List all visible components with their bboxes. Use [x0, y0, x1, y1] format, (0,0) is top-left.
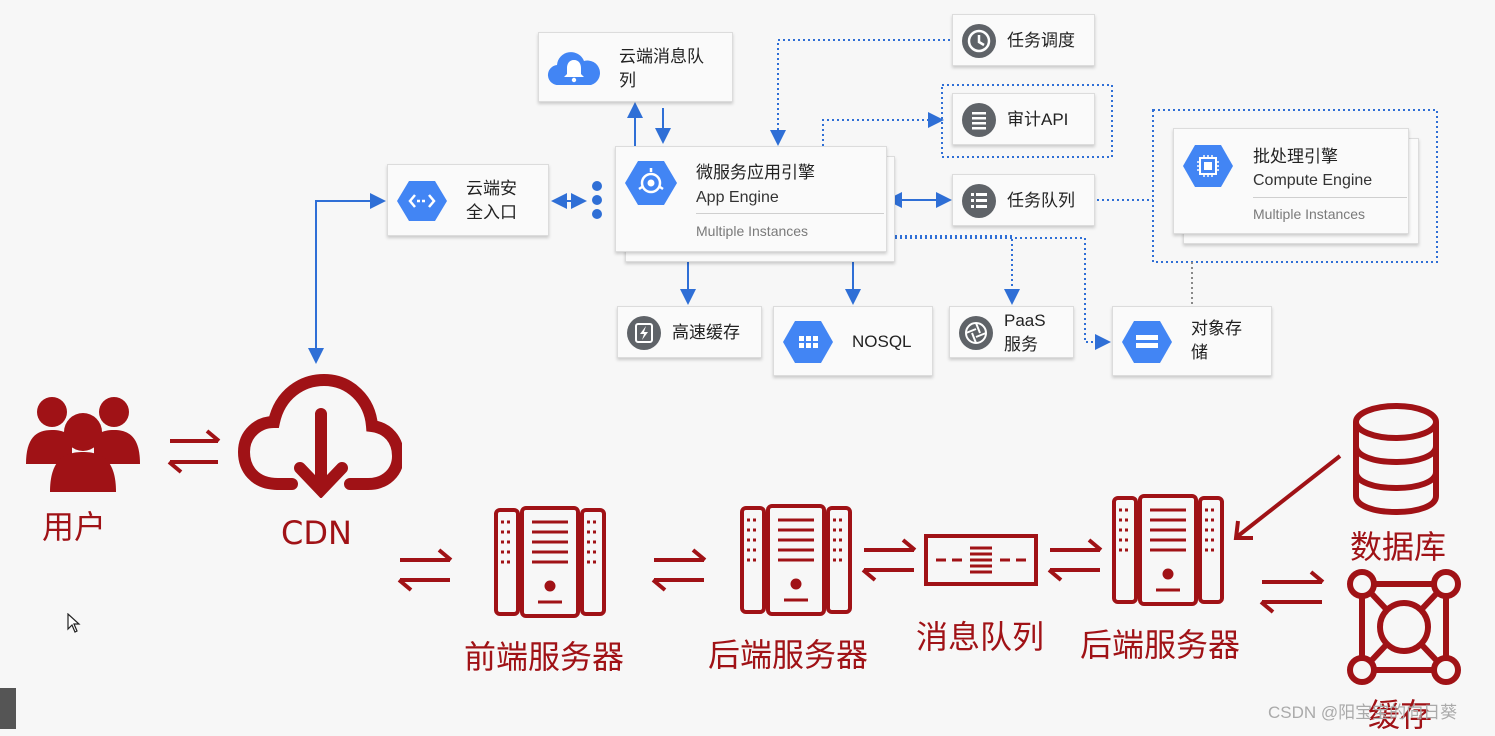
flow-arrows — [167, 429, 1342, 614]
task-queue-label: 任务队列 — [1007, 191, 1075, 210]
app-engine-card[interactable]: 微服务应用引擎 App Engine Multiple Instances — [615, 146, 887, 252]
app-engine-instances: Multiple Instances — [696, 223, 809, 239]
message-queue-label: 云端消息队 列 — [619, 47, 704, 90]
appengine-storage — [890, 237, 1111, 350]
backend-mq-arrow — [861, 538, 917, 582]
task-list-icon — [962, 184, 996, 218]
database-icon — [1353, 403, 1439, 516]
cache-flow-label: 缓存 — [1368, 696, 1433, 734]
clock-icon — [962, 24, 996, 58]
app-engine-subtitle: App Engine — [696, 189, 779, 206]
backend-cache-arrow — [1259, 570, 1325, 614]
scheduler-connector — [770, 39, 950, 146]
batch-engine-instances: Multiple Instances — [1253, 206, 1366, 222]
scheduler-card[interactable]: 任务调度 — [952, 14, 1095, 66]
cache-node-icon — [1347, 569, 1461, 685]
audit-dotted-frame — [941, 84, 1113, 158]
cache-label: 高速缓存 — [672, 323, 740, 342]
audit-api-label: 审计API — [1007, 110, 1069, 129]
backend-server-label-2: 后端服务器 — [1080, 626, 1241, 664]
datastore-icon — [783, 321, 833, 363]
security-gateway-card[interactable]: 云端安 全入口 — [387, 164, 549, 236]
port-dot — [592, 195, 602, 205]
lightning-icon — [627, 316, 661, 350]
message-queue-flow-label: 消息队列 — [916, 618, 1045, 656]
gateway-cdn-connector — [315, 193, 386, 360]
appengine-paas — [890, 235, 1020, 305]
batch-engine-title: 批处理引擎 — [1253, 147, 1338, 166]
users-icon — [26, 397, 140, 492]
watermark: CSDN @阳宝宝的向日葵 — [1268, 703, 1458, 722]
cdn-label: CDN — [281, 514, 352, 552]
users-cdn-arrow — [167, 429, 221, 474]
frontend-backend-arrow — [651, 548, 707, 592]
object-storage-card[interactable]: 对象存 储 — [1112, 306, 1272, 376]
message-queue-card[interactable]: 云端消息队 列 — [538, 32, 733, 102]
object-storage-label: 对象存 储 — [1191, 319, 1242, 362]
cdn-frontend-arrow — [397, 548, 453, 592]
audit-connector — [822, 112, 944, 146]
frontend-server-label: 前端服务器 — [464, 638, 625, 676]
backend-server-icon — [740, 504, 852, 616]
task-queue-card[interactable]: 任务队列 — [952, 174, 1095, 226]
database-label: 数据库 — [1350, 528, 1447, 566]
backend-server-label-1: 后端服务器 — [708, 636, 869, 674]
list-doc-icon — [962, 103, 996, 137]
batch-dotted-frame — [1152, 109, 1438, 263]
scheduler-label: 任务调度 — [1007, 31, 1075, 50]
paas-card[interactable]: PaaS 服务 — [949, 306, 1074, 358]
mq-backend-arrow — [1047, 538, 1103, 582]
cache-card[interactable]: 高速缓存 — [617, 306, 762, 358]
db-backend-arrow — [1233, 454, 1342, 540]
message-queue-icon — [924, 534, 1038, 586]
app-engine-title: 微服务应用引擎 — [696, 163, 815, 182]
frontend-server-icon — [494, 506, 606, 618]
app-engine-divider — [696, 213, 884, 214]
batch-engine-subtitle: Compute Engine — [1253, 172, 1373, 189]
paas-label: PaaS 服务 — [1004, 311, 1046, 354]
compute-chip-icon — [1183, 145, 1233, 187]
batch-divider — [1253, 197, 1407, 198]
backend-server-icon-2 — [1112, 494, 1224, 606]
nosql-card[interactable]: NOSQL — [773, 306, 933, 376]
storage-icon — [1122, 321, 1172, 363]
port-dot — [592, 181, 602, 191]
mouse-cursor-icon — [67, 613, 81, 633]
aperture-icon — [959, 316, 993, 350]
cloud-bell-icon — [547, 52, 600, 86]
side-panel-tab[interactable] — [0, 688, 16, 729]
app-engine-icon — [625, 161, 677, 205]
users-label: 用户 — [42, 508, 107, 546]
security-gateway-label: 云端安 全入口 — [466, 179, 517, 222]
batch-engine-card[interactable]: 批处理引擎 Compute Engine Multiple Instances — [1173, 128, 1409, 234]
nosql-label: NOSQL — [852, 332, 912, 351]
cloud-download-icon — [238, 373, 402, 498]
audit-api-card[interactable]: 审计API — [952, 93, 1095, 145]
port-dot — [592, 209, 602, 219]
gateway-icon — [397, 181, 447, 221]
